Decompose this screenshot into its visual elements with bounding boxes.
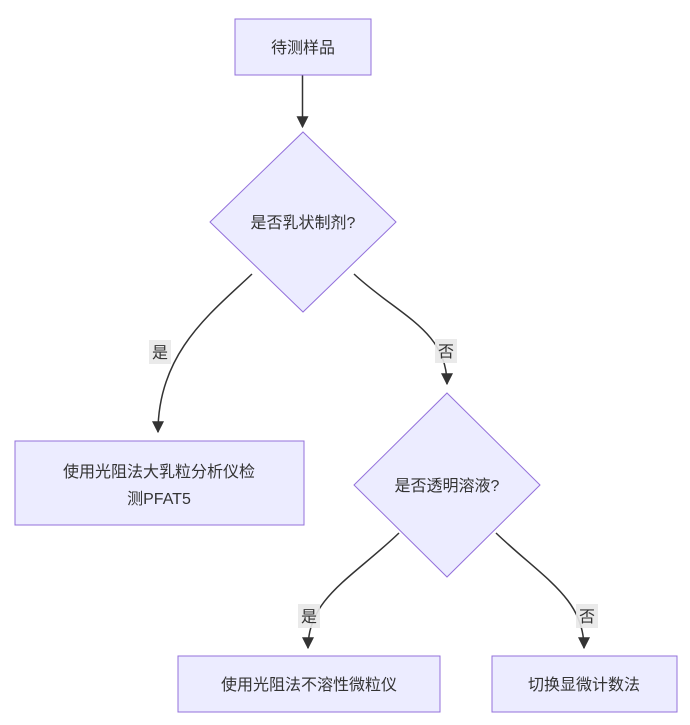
node-box-light-obscuration-label: 使用光阻法不溶性微粒仪 bbox=[221, 676, 397, 694]
node-decision-transparent: 是否透明溶液? bbox=[353, 392, 541, 578]
node-decision-emulsion-shape bbox=[209, 131, 397, 313]
node-box-microscopy-shape bbox=[491, 655, 678, 713]
node-decision-transparent-shape bbox=[353, 392, 541, 578]
edge-label-bg bbox=[435, 339, 457, 363]
edge-label-bg bbox=[298, 604, 320, 628]
node-decision-emulsion-label: 是否乳状制剂? bbox=[251, 214, 356, 232]
node-box-light-obscuration-shape bbox=[177, 655, 441, 713]
node-box-pfat5-label-line1: 使用光阻法大乳粒分析仪检 bbox=[63, 463, 255, 481]
node-start-label: 待测样品 bbox=[271, 39, 335, 57]
edge-label-text: 是 bbox=[152, 345, 168, 362]
node-start-shape bbox=[234, 18, 372, 76]
node-box-pfat5: 使用光阻法大乳粒分析仪检 测PFAT5 bbox=[14, 440, 305, 526]
edge-decision1-yes bbox=[152, 273, 253, 434]
node-start: 待测样品 bbox=[234, 18, 372, 76]
node-box-microscopy-label: 切换显微计数法 bbox=[528, 676, 640, 694]
node-decision-emulsion: 是否乳状制剂? bbox=[209, 131, 397, 313]
edge-decision1-no bbox=[353, 273, 453, 386]
node-decision-transparent-label: 是否透明溶液? bbox=[395, 477, 500, 495]
edge-label-decision2-yes: 是 bbox=[298, 604, 320, 628]
node-box-microscopy: 切换显微计数法 bbox=[491, 655, 678, 713]
node-box-pfat5-shape bbox=[14, 440, 305, 526]
edge-decision2-yes bbox=[302, 532, 400, 650]
edge-label-decision1-yes: 是 bbox=[149, 340, 171, 364]
edge-label-bg bbox=[576, 604, 598, 628]
edge-label-text: 否 bbox=[438, 344, 454, 361]
edge-label-decision1-no: 否 bbox=[435, 339, 457, 363]
node-box-light-obscuration: 使用光阻法不溶性微粒仪 bbox=[177, 655, 441, 713]
edge-label-decision2-no: 否 bbox=[576, 604, 598, 628]
edge-label-text: 否 bbox=[579, 609, 595, 626]
node-box-pfat5-label-line2: 测PFAT5 bbox=[127, 490, 191, 508]
edge-label-text: 是 bbox=[301, 609, 317, 626]
edge-decision2-no bbox=[495, 532, 590, 650]
edge-label-bg bbox=[149, 340, 171, 364]
